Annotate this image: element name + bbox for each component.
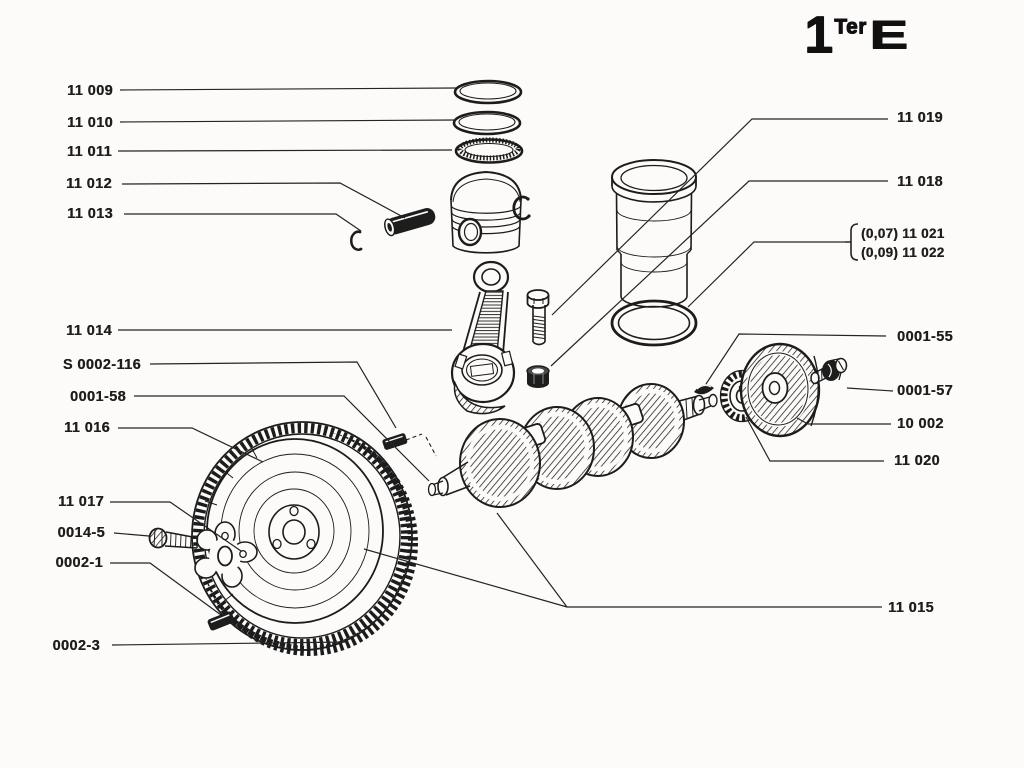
leader-s0002-116	[149, 361, 397, 429]
leader-11012	[121, 182, 406, 219]
piston-pin-circlip-drawing	[512, 195, 531, 221]
plate-title-suffix: Ter	[833, 15, 867, 38]
leader-11019	[551, 118, 888, 316]
piston-ring-middle-drawing	[452, 110, 522, 136]
shim-thickness-callout: (0,07) 11 021 (0,09) 11 022	[861, 224, 944, 262]
leader-0001-57	[846, 387, 894, 392]
crank-pulley-drawing	[739, 342, 821, 438]
leader-11013	[124, 213, 362, 232]
part-label-0001-55: 0001-55	[897, 329, 954, 345]
part-label-11013: 11 013	[67, 206, 113, 222]
rod-nut-drawing	[526, 365, 550, 388]
leader-0002-1	[110, 562, 222, 616]
crank-front-nose	[427, 461, 471, 497]
leader-0001-55	[705, 333, 887, 385]
oil-control-ring-drawing	[454, 137, 524, 164]
pin-circlip-drawing	[350, 230, 363, 251]
leader-0001-58	[134, 395, 430, 482]
leader-0002-3	[111, 641, 349, 646]
part-label-11017: 11 017	[58, 494, 104, 510]
part-label-11011: 11 011	[66, 144, 112, 160]
part-label-11015: 11 015	[888, 600, 934, 616]
part-label-11012: 11 012	[66, 176, 112, 192]
starter-claw-bolt-drawing	[810, 357, 848, 385]
leader-11009	[119, 87, 457, 91]
crank-dowel-pin-drawing	[382, 433, 437, 457]
woodruff-key-drawing	[694, 384, 714, 395]
part-label-11010: 11 010	[67, 115, 113, 131]
shim-bracket-glyph	[845, 223, 859, 261]
cylinder-liner-drawing	[611, 159, 697, 308]
connecting-rod-drawing	[450, 260, 516, 415]
leader-shims	[687, 241, 845, 308]
plate-title-series-letter: E	[868, 13, 908, 57]
leader-11020	[745, 416, 884, 462]
leader-0014-5	[113, 532, 150, 537]
part-label-10002: 10 002	[897, 416, 944, 432]
piston-drawing	[450, 170, 522, 254]
flywheel-bolt-drawing	[148, 527, 199, 549]
flywheel-drawing	[191, 421, 418, 656]
part-label-11014: 11 014	[66, 323, 112, 339]
leader-10002	[796, 417, 891, 425]
part-label-11016: 11 016	[64, 420, 110, 436]
part-label-0014-5: 0014-5	[57, 525, 105, 541]
part-label-s0002-116: S 0002-116	[62, 357, 141, 373]
part-label-0002-3: 0002-3	[52, 638, 100, 654]
leader-11017	[110, 501, 242, 552]
leader-11011	[117, 149, 453, 152]
plate-title: 1 Ter E	[804, 6, 907, 64]
part-label-0001-57: 0001-57	[897, 383, 954, 399]
flywheel-dowel-pin-drawing	[207, 611, 235, 631]
lock-plate-drawing	[194, 521, 258, 588]
crankshaft-drawing	[427, 383, 718, 508]
liner-base-seal-drawing	[610, 299, 698, 347]
part-label-11018: 11 018	[897, 174, 943, 190]
leader-lines	[110, 87, 894, 646]
piston-ring-top-drawing	[453, 79, 523, 105]
part-label-0002-1: 0002-1	[55, 555, 103, 571]
leader-11010	[119, 119, 457, 123]
shim-row-11021: (0,07) 11 021	[861, 226, 945, 241]
leader-11015	[363, 512, 882, 608]
part-label-11020: 11 020	[894, 453, 940, 469]
gudgeon-pin-drawing	[384, 208, 436, 237]
part-label-11009: 11 009	[67, 83, 113, 99]
rod-bolt-drawing	[526, 289, 550, 346]
leader-11018	[550, 180, 888, 367]
plate-title-number: 1	[804, 6, 833, 64]
leader-11016	[118, 427, 264, 463]
shim-row-11022: (0,09) 11 022	[861, 245, 945, 260]
part-label-11019: 11 019	[897, 110, 943, 126]
part-label-0001-58: 0001-58	[69, 389, 126, 405]
